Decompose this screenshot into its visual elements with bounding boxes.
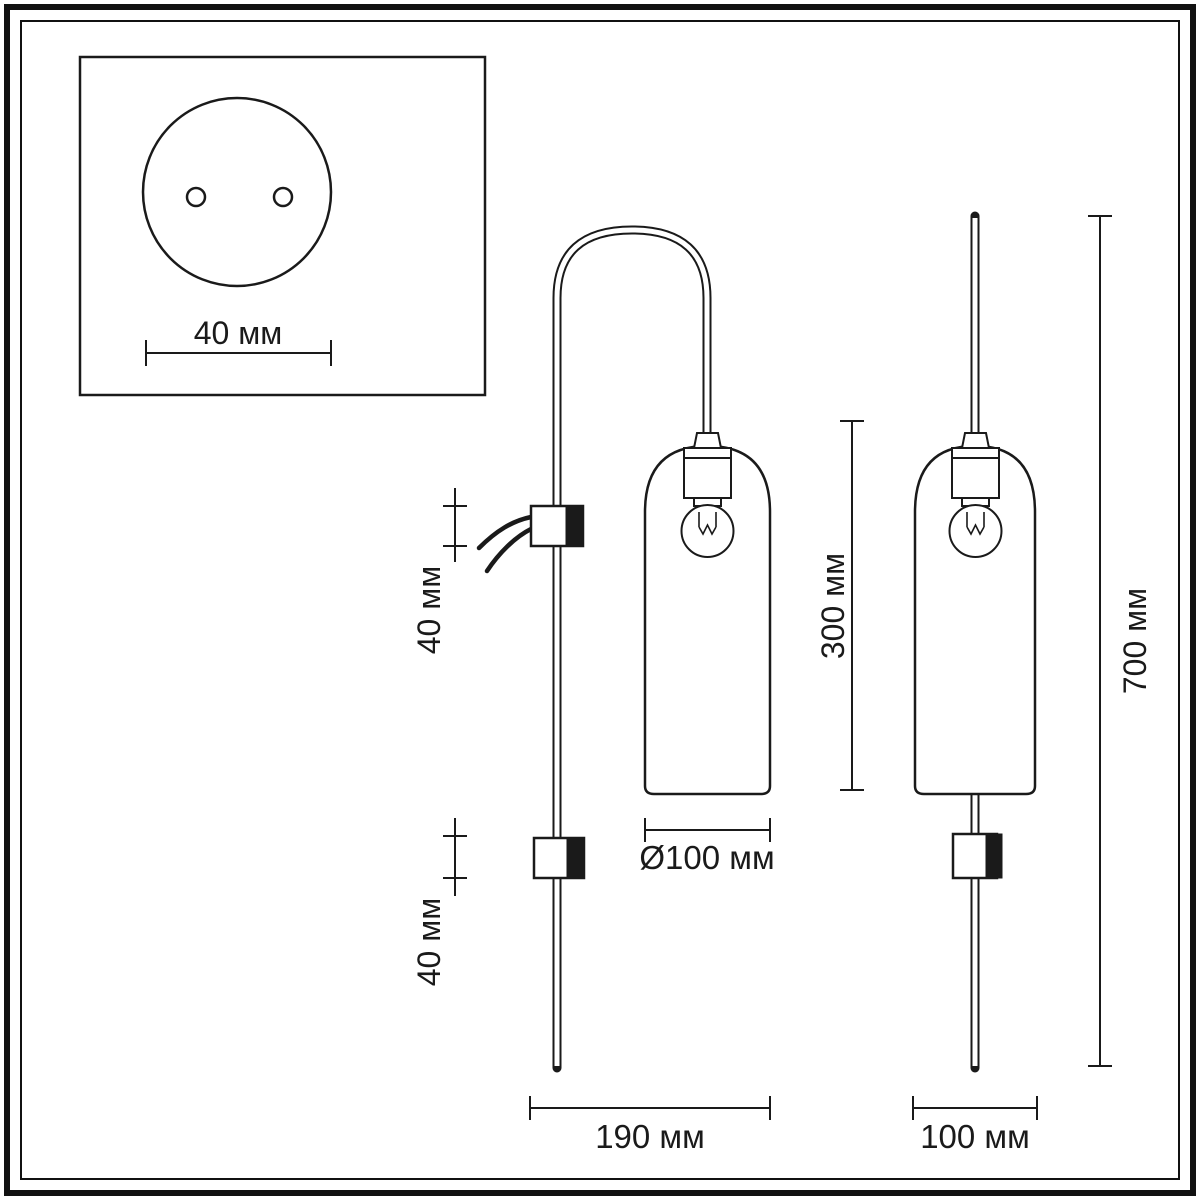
mounting-plate-detail-view: 40 мм [78,55,487,397]
shade-cap-front [960,432,991,449]
outer-frame [4,4,1196,1196]
dim-label-width: 100 мм [920,1118,1030,1155]
hole-spacing-dimension [145,340,332,366]
lamp-rod-side-inner [554,227,710,1066]
wall-bracket-front [951,832,1003,880]
dim-lower-bracket [443,818,467,896]
dim-width [912,1096,1038,1120]
dim-depth [529,1096,771,1120]
lamp-side-view [476,225,772,1073]
inner-frame [20,20,1180,1180]
dim-label-hole-spacing: 40 мм [194,315,282,351]
lamp-front-view [913,211,1037,1073]
dim-upper-bracket [443,488,467,562]
power-wires [476,514,534,574]
dim-label-upper-bracket: 40 мм [411,566,447,654]
dim-label-shade-height: 300 мм [815,553,851,659]
screw-hole-left [185,186,207,208]
dim-label-depth: 190 мм [595,1118,705,1155]
dim-total-height [1088,215,1112,1067]
screw-hole-right [272,186,294,208]
dim-label-shade-diameter: Ø100 мм [639,839,774,876]
glass-shade-side [643,444,772,796]
bulb-icon-front [948,504,1003,558]
dim-label-lower-bracket: 40 мм [411,898,447,986]
dim-shade-height [840,420,864,791]
shade-cap-side [692,432,723,449]
mounting-plate-circle [141,96,333,288]
lamp-socket-side [683,447,732,507]
glass-shade-front [913,444,1037,796]
dim-label-total-height: 700 мм [1117,588,1153,694]
lamp-socket-front [951,447,1000,507]
dim-shade-diameter [644,818,771,842]
wall-bracket-lower-side [532,836,586,880]
wall-bracket-upper-side [476,504,585,574]
bulb-icon-side [680,504,735,558]
